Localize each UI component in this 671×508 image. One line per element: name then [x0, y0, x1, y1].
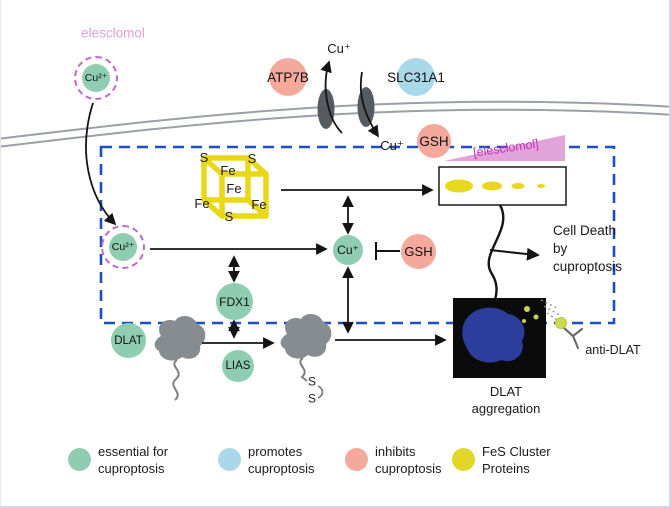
- arrow-cu-export: [320, 60, 343, 134]
- arrow-cu-import: [359, 71, 379, 138]
- fes-ellipse-2: [482, 181, 502, 191]
- elesclomol-label: elesclomol: [81, 25, 145, 41]
- lias-circle: LIAS: [222, 350, 254, 382]
- dlat-aggregation-panel: [453, 298, 564, 378]
- legend-swatch-inhibits: [345, 448, 368, 471]
- legend-text-essential: essential for cuproptosis: [98, 444, 168, 477]
- plasma-membrane: [1, 100, 669, 148]
- legend-item-fes: FeS Cluster Proteins: [452, 444, 551, 477]
- atp7b-channel: [317, 89, 335, 129]
- antibody-right-arm: [571, 327, 584, 338]
- lias-label: LIAS: [225, 360, 251, 372]
- fes-atom-0: S: [199, 149, 209, 165]
- legend-item-essential: essential for cuproptosis: [68, 444, 168, 477]
- fdx1-label: FDX1: [219, 294, 250, 309]
- disulfide-s-bottom: S: [307, 391, 317, 406]
- cu-export-label: Cu⁺: [327, 40, 351, 56]
- cu-import-label: Cu⁺: [380, 137, 404, 153]
- legend-promotes-line1: promotes: [248, 444, 303, 459]
- legend-promotes-line2: cuproptosis: [248, 460, 315, 476]
- cell-death-line1: Cell Death: [553, 223, 617, 238]
- membrane-line-inner: [1, 108, 669, 148]
- lipoylated-dlat-blob: [280, 313, 332, 359]
- legend-fes-line1: FeS Cluster: [482, 444, 551, 459]
- mitochondria-dashed-box: [99, 145, 616, 325]
- disulfide-link: [317, 385, 324, 399]
- gsh-inhibition-tbar: [375, 242, 400, 260]
- legend-text-fes: FeS Cluster Proteins: [482, 444, 551, 477]
- antibody-icon: [562, 326, 584, 350]
- membrane-line-outer: [1, 100, 669, 140]
- fes-decline-box: [438, 166, 567, 206]
- slc31a1-channel: [357, 87, 375, 127]
- gsh-mito-circle: GSH: [401, 234, 436, 269]
- slc31a1-circle: SLC31A1: [387, 58, 445, 96]
- elesclomol-ring-extracellular: [74, 56, 118, 100]
- cu1-mito-circle: Cu⁺: [333, 235, 363, 265]
- antibody-fluor-dot: [555, 317, 567, 329]
- dotted-ray-2: [543, 305, 562, 317]
- gsh-membrane-label: GSH: [419, 133, 449, 149]
- legend-item-promotes: promotes cuproptosis: [218, 444, 314, 477]
- atp7b-label: ATP7B: [267, 69, 309, 85]
- antibody-left-arm: [562, 326, 575, 338]
- dlat-aggregation-line2: aggregation: [471, 401, 541, 416]
- stain-dot-1: [524, 306, 530, 312]
- dlat-protein-blob: [154, 315, 206, 361]
- arrow-elesclomol-into-mito: [85, 102, 117, 226]
- cell-death-line2: by: [553, 241, 568, 256]
- legend-inhibits-line1: inhibits: [375, 444, 416, 459]
- legend-text-promotes: promotes cuproptosis: [248, 444, 314, 477]
- gsh-membrane-circle: GSH: [417, 124, 451, 158]
- fes-atom-1: Fe: [220, 162, 236, 178]
- atp7b-circle: ATP7B: [267, 58, 309, 96]
- disulfide-s-top: S: [307, 374, 317, 389]
- cu1-mito-label: Cu⁺: [337, 243, 359, 257]
- legend-swatch-essential: [68, 448, 91, 471]
- fdx1-circle: FDX1: [216, 283, 253, 320]
- dlat-aggregation-line1: DLAT: [489, 384, 523, 399]
- elesclomol-ring-mito: [101, 225, 145, 269]
- legend-swatch-promotes: [218, 448, 241, 471]
- legend-essential-line2: cuproptosis: [98, 460, 165, 476]
- gsh-mito-label: GSH: [404, 244, 433, 259]
- cu2-extracellular-label: Cu²⁺: [84, 72, 108, 84]
- fes-atom-6: Fe: [251, 196, 267, 212]
- stain-dot-3: [522, 319, 526, 323]
- fes-atom-4: Fe: [194, 195, 210, 211]
- fes-cluster-cube: [201, 155, 269, 219]
- legend-swatch-fes: [452, 448, 475, 471]
- fes-ellipse-1: [445, 179, 473, 193]
- cell-death-line3: cuproptosis: [553, 259, 623, 274]
- cu2-mito-circle: Cu²⁺: [109, 233, 137, 261]
- curve-to-dlat-aggregation: [487, 204, 505, 301]
- aggregate-blue-blob: [462, 307, 525, 363]
- cu2-extracellular-circle: Cu²⁺: [82, 64, 110, 92]
- cube-connectors: [201, 155, 269, 219]
- arrow-to-cell-death: [489, 247, 540, 261]
- fes-atom-5: S: [224, 208, 234, 224]
- fes-ellipse-3: [511, 183, 525, 189]
- antibody-stem: [571, 334, 580, 350]
- cu2-mito-label: Cu²⁺: [111, 241, 135, 253]
- fes-atom-3: Fe: [226, 180, 242, 196]
- dlat-lipoyl-tail: [172, 359, 180, 401]
- dlat-circle: DLAT: [111, 323, 146, 358]
- legend-inhibits-line2: cuproptosis: [375, 460, 442, 476]
- lipoylated-tail: [299, 357, 308, 382]
- stain-dot-2: [533, 314, 539, 320]
- dlat-label: DLAT: [114, 334, 143, 347]
- cell-death-text: Cell Death by cuproptosis: [553, 222, 622, 276]
- legend-item-inhibits: inhibits cuproptosis: [345, 444, 441, 477]
- legend-text-inhibits: inhibits cuproptosis: [375, 444, 441, 477]
- legend-fes-line2: Proteins: [482, 460, 530, 476]
- fes-atom-2: S: [247, 150, 257, 166]
- fes-ellipse-4: [537, 184, 545, 188]
- anti-dlat-label: anti-DLAT: [585, 343, 641, 358]
- elesclomol-gradient-ramp: [444, 135, 565, 161]
- legend-essential-line1: essential for: [98, 444, 169, 459]
- dlat-aggregation-text: DLAT aggregation: [446, 383, 566, 417]
- slc31a1-label: SLC31A1: [387, 69, 445, 85]
